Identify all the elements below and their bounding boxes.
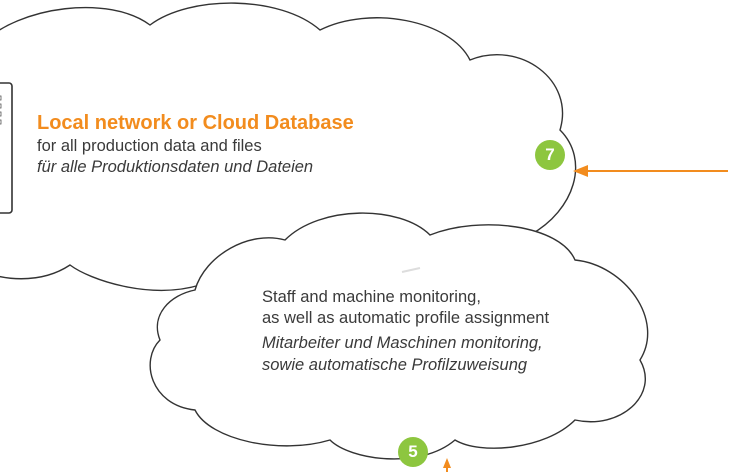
- cloud-monitoring-outline: [149, 212, 649, 460]
- step-badge-7: 7: [535, 140, 565, 170]
- cloud-database-line-de: für alle Produktionsdaten und Dateien: [37, 158, 314, 176]
- cloud-monitoring-line-de-1: Mitarbeiter und Maschinen monitoring,: [262, 334, 543, 352]
- cloud-database-line-en: for all production data and files: [37, 137, 262, 155]
- cloud-monitoring-line-en-2: as well as automatic profile assignment: [262, 309, 550, 327]
- cloud-database-outline: [0, 2, 577, 298]
- cloud-monitoring-line-en-1: Staff and machine monitoring,: [262, 288, 481, 306]
- cloud-database-title: Local network or Cloud Database: [37, 112, 354, 134]
- server-icon: [0, 82, 13, 214]
- arrow-up-icon: [443, 458, 451, 472]
- step-badge-5: 5: [398, 437, 428, 467]
- arrow-left-icon: [573, 165, 728, 177]
- connector-mark: [401, 267, 421, 273]
- cloud-monitoring-line-de-2: sowie automatische Profilzuweisung: [262, 356, 528, 374]
